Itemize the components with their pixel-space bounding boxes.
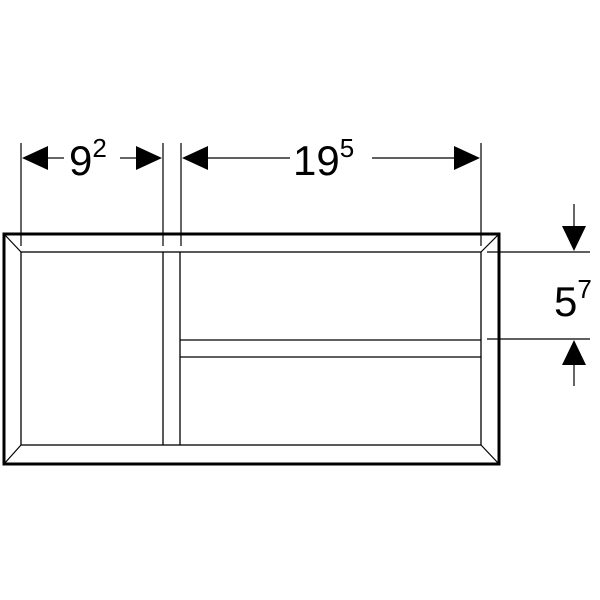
arrowhead-icon — [22, 146, 48, 170]
arrowhead-icon — [454, 146, 480, 170]
extension-lines — [20, 143, 590, 340]
dimension-label: 195 — [293, 133, 354, 184]
corner-diagonal — [3, 444, 22, 465]
arrowhead-icon — [182, 146, 208, 170]
corner-diagonal — [3, 233, 22, 253]
dimension-left-width: 92 — [22, 133, 162, 184]
dimension-right-width: 195 — [182, 133, 480, 184]
outer-frame — [2, 232, 501, 466]
corner-diagonal — [480, 444, 500, 465]
arrowhead-icon — [562, 226, 586, 251]
dimension-shelf-height: 57 — [554, 204, 592, 386]
arrowhead-icon — [136, 146, 162, 170]
dimension-label: 57 — [554, 274, 592, 325]
dimension-label: 92 — [69, 133, 107, 184]
cabinet-outline — [2, 232, 501, 466]
arrowhead-icon — [562, 340, 586, 365]
corner-diagonal — [480, 233, 500, 253]
inner-frame — [20, 251, 482, 446]
